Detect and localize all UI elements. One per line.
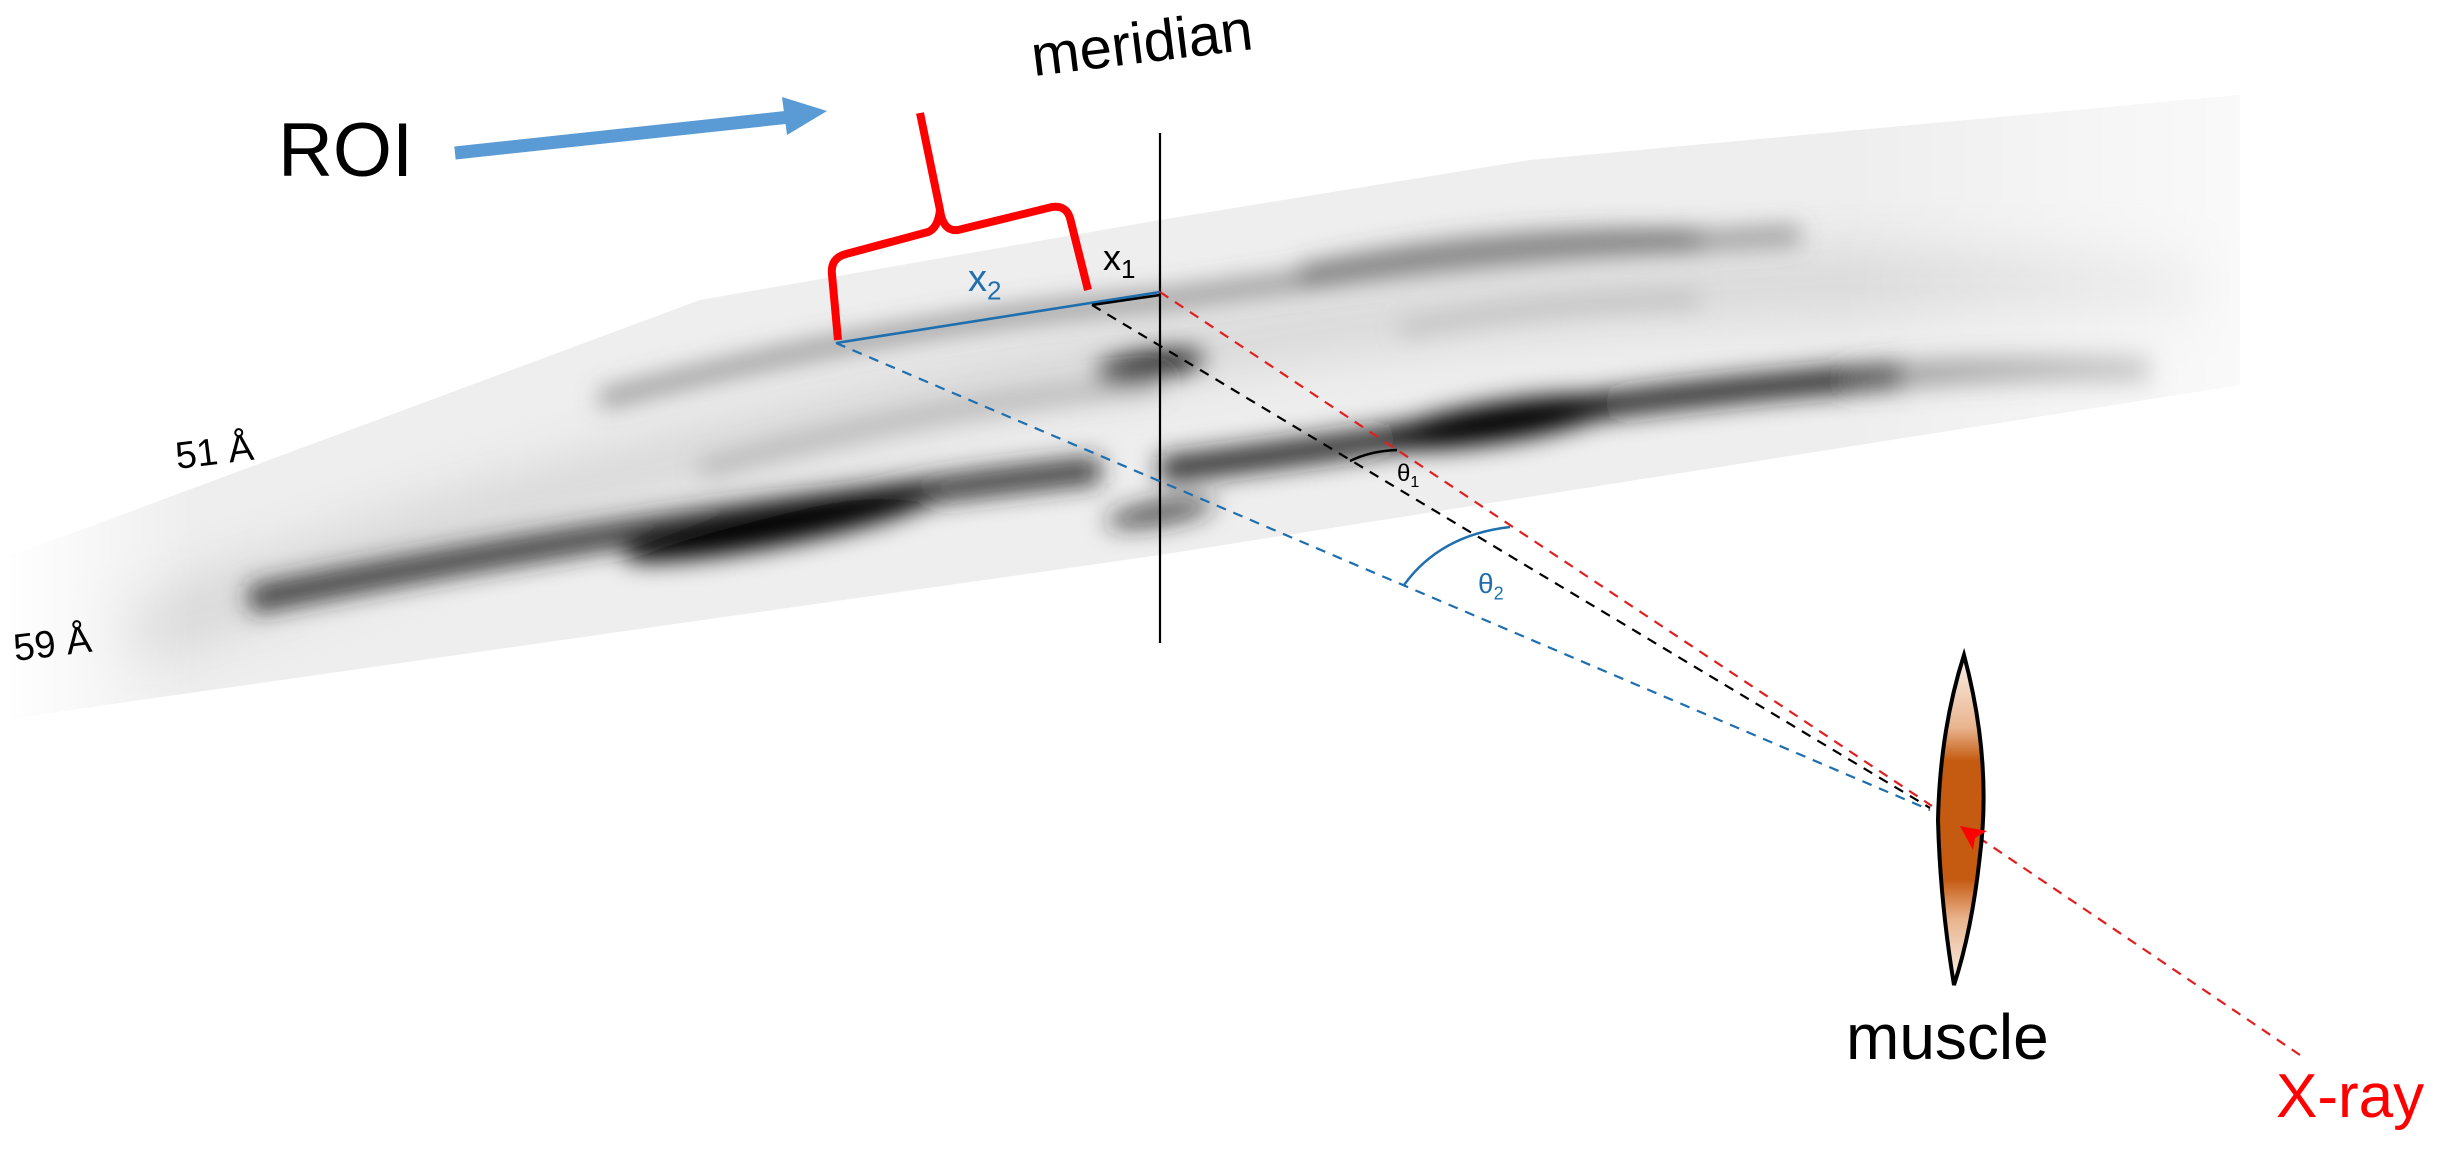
x1-symbol: x bbox=[1103, 237, 1121, 278]
theta1-label: θ1 bbox=[1397, 462, 1419, 491]
muscle-label: muscle bbox=[1846, 1001, 2049, 1073]
x1-line bbox=[1091, 293, 1161, 307]
theta1-subscript: 1 bbox=[1410, 473, 1420, 491]
reflection-label-51: 51 Å bbox=[173, 426, 256, 478]
x1-label: x1 bbox=[1103, 237, 1136, 285]
roi-brace bbox=[827, 112, 1092, 341]
xray-label: X-ray bbox=[2276, 1062, 2425, 1131]
x2-subscript: 2 bbox=[987, 275, 1002, 306]
xray-arrowhead-icon bbox=[1960, 826, 1987, 850]
ray-black-dashed bbox=[1091, 304, 1931, 809]
xray-beam bbox=[1974, 834, 2301, 1056]
x1-subscript: 1 bbox=[1121, 254, 1136, 285]
x2-label: x2 bbox=[968, 260, 1001, 304]
x2-symbol: x bbox=[968, 258, 987, 300]
roi-arrow-icon bbox=[454, 97, 827, 160]
theta2-arc bbox=[1403, 525, 1511, 586]
theta2-symbol: θ bbox=[1478, 568, 1494, 599]
ray-blue-dashed bbox=[835, 341, 1931, 812]
reflection-label-59: 59 Å bbox=[11, 618, 94, 670]
theta2-subscript: 2 bbox=[1493, 583, 1504, 604]
theta1-symbol: θ bbox=[1397, 460, 1411, 487]
x2-line bbox=[835, 290, 1161, 345]
muscle-icon bbox=[1935, 647, 1986, 986]
roi-label: ROI bbox=[278, 108, 414, 193]
theta2-label: θ2 bbox=[1478, 570, 1504, 603]
theta1-arc bbox=[1349, 448, 1398, 463]
